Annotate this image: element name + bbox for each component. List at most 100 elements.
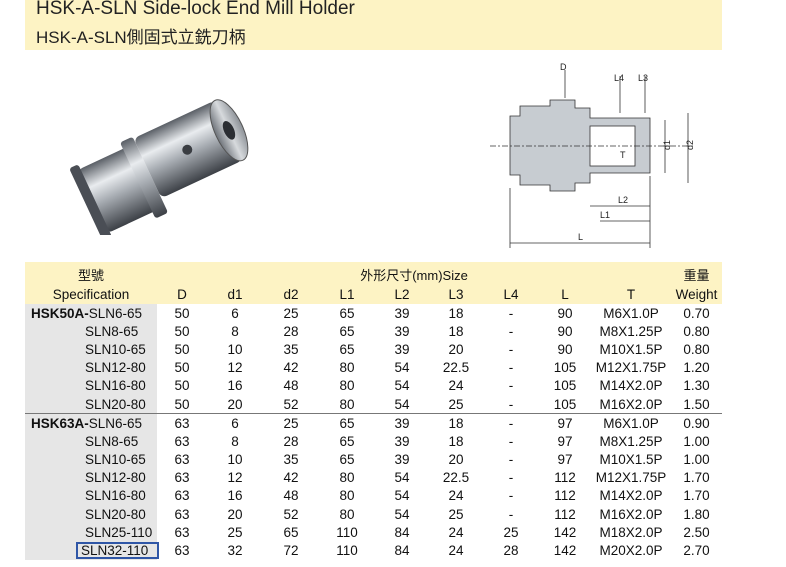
cell-d2: 35 (283, 452, 299, 468)
cell-t: M6X1.0P (591, 413, 672, 433)
cell-t: M14X2.0P (599, 488, 663, 504)
label-d1: d1 (662, 140, 672, 150)
cell-d2: 52 (283, 396, 299, 412)
cell-l4: - (508, 360, 514, 376)
cell-l3: 22.5 (442, 470, 470, 486)
cell-d2: 28 (283, 323, 299, 339)
cell-l: 105 (553, 396, 577, 412)
size-header: 外形尺寸(mm)Size (157, 262, 672, 284)
cell-l: 97 (557, 433, 573, 449)
cell-l4: - (508, 341, 514, 357)
cell-l4: - (508, 506, 514, 522)
cell-d: 63 (157, 413, 207, 433)
label-T: T (620, 150, 626, 160)
cell-l3: 24 (448, 543, 464, 559)
cell-l4: - (508, 305, 514, 321)
cell-l4: - (483, 413, 539, 433)
cell-d1: 25 (227, 524, 243, 540)
cell-d: 63 (174, 488, 190, 504)
cell-t: M16X2.0P (599, 396, 663, 412)
label-L: L (578, 232, 583, 242)
model-name: SLN16-80 (85, 488, 146, 504)
cell-l1: 65 (339, 341, 355, 357)
cell-l3: 18 (429, 413, 483, 433)
cell-t: M20X2.0P (599, 543, 663, 559)
cell-l1: 80 (339, 360, 355, 376)
cell-t: M12X1.75P (595, 470, 667, 486)
label-L3: L3 (638, 73, 648, 83)
cell-d1: 32 (227, 543, 243, 559)
cell-l4: 25 (503, 524, 519, 540)
cell-d1: 10 (227, 341, 243, 357)
cell-l4: - (508, 488, 514, 504)
cell-d: 63 (174, 543, 190, 559)
cell-d: 50 (174, 305, 190, 321)
cell-d: 63 (174, 524, 190, 540)
cell-d2: 25 (283, 305, 299, 321)
cell-d: 63 (174, 470, 190, 486)
cell-d1: 16 (227, 378, 243, 394)
cell-d2: 35 (283, 341, 299, 357)
cell-d2: 72 (283, 543, 299, 559)
model-cell: SLN16-80 (25, 486, 157, 506)
cell-d: 63 (174, 452, 190, 468)
tool-holder-photo (70, 99, 249, 235)
model-cell: SLN8-65 (25, 432, 157, 451)
cell-l3: 25 (448, 506, 464, 522)
cell-w: 2.50 (683, 524, 710, 540)
cell-d1: 10 (227, 452, 243, 468)
cell-l2: 54 (394, 378, 410, 394)
model-cell: SLN8-65 (25, 322, 157, 341)
cell-w: 1.80 (683, 506, 710, 522)
cell-d1: 8 (231, 433, 239, 449)
cell-t: M6X1.0P (603, 305, 659, 321)
model-name: SLN6-65 (88, 415, 143, 431)
cell-l1: 110 (336, 524, 358, 540)
cell-d2: 25 (263, 413, 319, 433)
cell-l3: 22.5 (442, 360, 470, 376)
spec-header-cn: 型號 (25, 262, 157, 284)
cell-l2: 54 (394, 506, 410, 522)
cell-t: M8X1.25P (599, 323, 663, 339)
cell-l2: 54 (394, 360, 410, 376)
model-cell: SLN20-80 (25, 394, 157, 414)
cell-d: 63 (174, 433, 190, 449)
col-header: L2 (375, 284, 429, 304)
cell-l2: 54 (394, 488, 410, 504)
cell-l4: - (508, 396, 514, 412)
cell-t: M18X2.0P (599, 524, 663, 540)
cell-l3: 24 (448, 488, 464, 504)
cell-t: M10X1.5P (599, 341, 663, 357)
model-cell: SLN10-65 (25, 450, 157, 469)
cell-t: M8X1.25P (599, 433, 663, 449)
cell-w: 1.00 (683, 452, 710, 468)
model-name: SLN12-80 (85, 470, 146, 486)
cell-d1: 20 (227, 396, 243, 412)
model-cell: HSK63A-SLN6-65 (25, 413, 157, 433)
cell-d1: 6 (231, 305, 239, 321)
cell-l2: 84 (394, 543, 410, 559)
cell-w: 0.80 (683, 341, 710, 357)
cell-l4: - (508, 470, 514, 486)
cell-d1: 12 (227, 360, 243, 376)
cell-l: 142 (553, 543, 577, 559)
model-name: SLN6-65 (88, 305, 143, 321)
cell-l3: 20 (448, 452, 464, 468)
cell-l2: 39 (375, 413, 429, 433)
title-chinese: HSK-A-SLN側固式立銑刀柄 (36, 28, 246, 47)
cell-l2: 39 (394, 305, 410, 321)
cell-l2: 54 (394, 396, 410, 412)
model-name: SLN10-65 (85, 452, 146, 468)
spec-header-en: Specification (25, 284, 157, 304)
cell-l: 105 (553, 378, 577, 394)
cell-w: 1.70 (683, 470, 710, 486)
cell-d1: 12 (227, 470, 243, 486)
cell-l: 90 (557, 341, 573, 357)
model-cell: SLN32-110 (25, 541, 160, 560)
cell-l2: 39 (394, 433, 410, 449)
